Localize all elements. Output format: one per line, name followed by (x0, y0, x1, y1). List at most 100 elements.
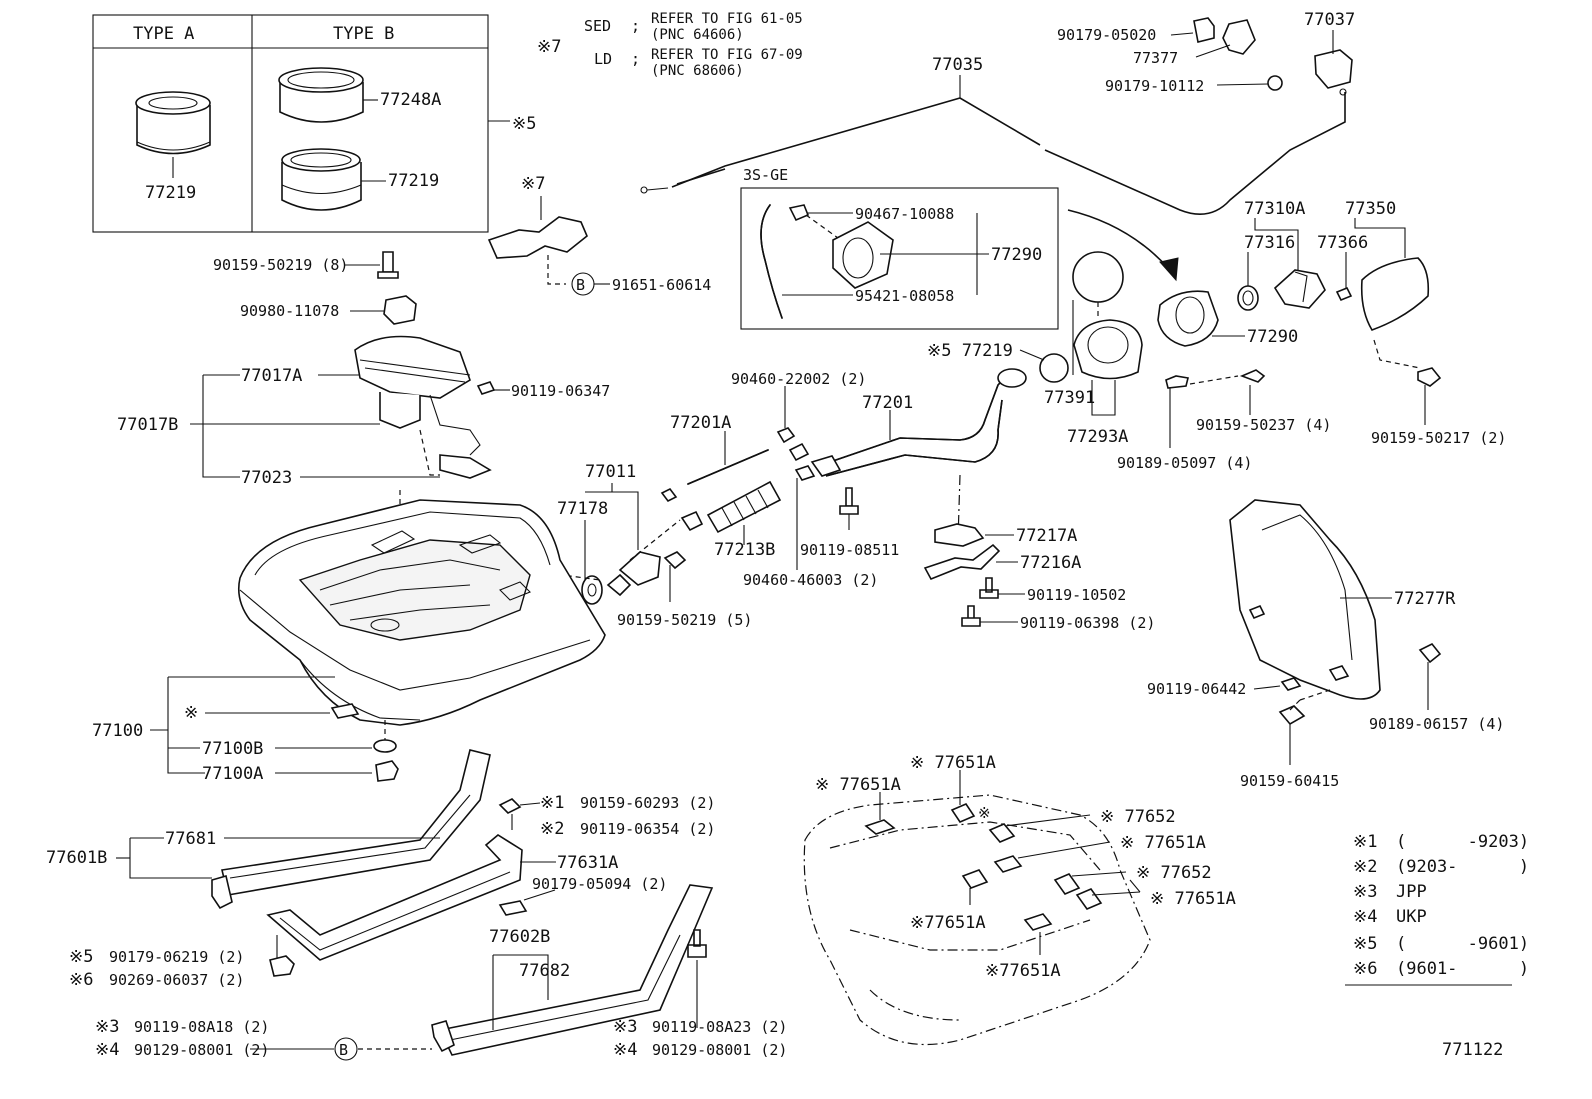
note-3-mark: ※3 (1353, 882, 1377, 902)
label-77201a: 77201A (670, 413, 731, 433)
sed-refer-line1: REFER TO FIG 61-05 (651, 11, 803, 27)
note-6-mark: ※6 (1353, 959, 1377, 979)
label-90269-06037: 90269-06037 (2) (109, 971, 244, 989)
note-3-mark-right: ※3 (613, 1017, 637, 1037)
label-bracket-note-7: ※7 (521, 174, 545, 194)
label-77366: 77366 (1317, 233, 1368, 253)
type-b-heading: TYPE B (333, 24, 394, 44)
label-77377: 77377 (1133, 49, 1178, 67)
inset-label-77290: 77290 (991, 245, 1042, 265)
inset-title: 3S-GE (743, 166, 788, 184)
note-row-2: ※2 (9203- ) (1353, 857, 1529, 877)
pad-label-77651a-4: ※ 77651A (1150, 889, 1236, 909)
label-90129-08001-right: 90129-08001 (2) (652, 1041, 787, 1059)
note-5-mark-nut: ※5 (69, 947, 93, 967)
label-90119-06354: 90119-06354 (2) (580, 820, 715, 838)
filler-cap-parts: 77310A 77350 77316 77366 77290 90159-502… (1117, 199, 1506, 472)
label-90179-10112: 90179-10112 (1105, 77, 1204, 95)
pad-label-77651a-6: ※77651A (985, 961, 1061, 981)
ld-refer-line2: (PNC 68606) (651, 63, 744, 79)
label-90460-46003: 90460-46003 (2) (743, 571, 878, 589)
sed-separator: ; (631, 17, 640, 35)
type-a-part-77219: 77219 (145, 183, 196, 203)
pad-label-77651a-1: ※ 77651A (815, 775, 901, 795)
note-6-mark-nut: ※6 (69, 970, 93, 990)
tank-pad-subview: ※ ※ 77651A ※ 77651A ※ 77652 ※ 77651A ※ 7… (803, 753, 1236, 1046)
note-4-mark: ※4 (1353, 907, 1377, 927)
label-77037: 77037 (1304, 10, 1355, 30)
label-90189-05097: 90189-05097 (4) (1117, 454, 1252, 472)
label-77017a: 77017A (241, 366, 302, 386)
label-77219-note5: ※5 77219 (927, 341, 1013, 361)
type-b-part-77248a: 77248A (380, 90, 441, 110)
note-3-text: JPP (1396, 882, 1427, 902)
note-row-1: ※1 ( -9203) (1353, 832, 1529, 852)
label-77213b: 77213B (714, 540, 775, 560)
label-90159-60293: 90159-60293 (2) (580, 794, 715, 812)
diagram-number: 771122 (1442, 1040, 1503, 1060)
label-77100: 77100 (92, 721, 143, 741)
note-4-mark-left: ※4 (95, 1040, 119, 1060)
grommet-type-a (135, 91, 211, 155)
label-77217a: 77217A (1016, 526, 1077, 546)
tank-bands: 77681 77601B 77631A ※1 90159-60293 (2) ※… (46, 749, 787, 1061)
label-90119-06442: 90119-06442 (1147, 680, 1246, 698)
pipe-brackets: 77217A 77216A 90119-10502 90119-06398 (2… (923, 523, 1155, 632)
label-91651-60614: 91651-60614 (612, 276, 711, 294)
fuel-pump-assembly: 90159-50219 (8) 90980-11078 90119-06347 … (117, 251, 610, 520)
ld-separator: ; (631, 50, 640, 68)
label-77023: 77023 (241, 468, 292, 488)
pad-label-77652-2: ※ 77652 (1136, 863, 1212, 883)
label-90119-06398: 90119-06398 (2) (1020, 614, 1155, 632)
pad-label-77652-1: ※ 77652 (1100, 807, 1176, 827)
label-77293a: 77293A (1067, 427, 1128, 447)
sed-refer-line2: (PNC 64606) (651, 27, 744, 43)
pad-label-77651a-3: ※ 77651A (1120, 833, 1206, 853)
label-90119-06347: 90119-06347 (511, 382, 610, 400)
label-90119-10502: 90119-10502 (1027, 586, 1126, 604)
label-90179-05094: 90179-05094 (2) (532, 875, 667, 893)
note-row-6: ※6 (9601- ) (1353, 959, 1529, 979)
inset-label-95421-08058: 95421-08058 (855, 287, 954, 305)
type-a-heading: TYPE A (133, 24, 194, 44)
note-4-mark-right: ※4 (613, 1040, 637, 1060)
fuel-tank-77100: 77100 ※ 77100B 77100A (92, 499, 606, 784)
label-77631a: 77631A (557, 853, 618, 873)
note-4-text: UKP (1396, 907, 1427, 927)
label-77350: 77350 (1345, 199, 1396, 219)
note-5-marker: ※5 (512, 114, 536, 134)
label-77601b: 77601B (46, 848, 107, 868)
label-77290: 77290 (1247, 327, 1298, 347)
label-77100b: 77100B (202, 739, 263, 759)
filler-neck-assembly: ※5 77219 77391 77293A (927, 251, 1143, 447)
label-77100-mark: ※ (184, 703, 198, 723)
label-77216a: 77216A (1020, 553, 1081, 573)
pad-mark: ※ (978, 804, 991, 822)
label-77035: 77035 (932, 55, 983, 75)
bracket-note-7: ※7 B 91651-60614 (487, 174, 711, 296)
label-77682: 77682 (519, 961, 570, 981)
hose-and-clamps: 77201A 90460-22002 (2) 77213B 90460-4600… (670, 370, 899, 589)
label-90179-06219: 90179-06219 (2) (109, 948, 244, 966)
label-77017b: 77017B (117, 415, 178, 435)
label-90129-08001-left: 90129-08001 (2) (134, 1041, 269, 1059)
pad-label-77651a-5: ※77651A (910, 913, 986, 933)
label-90189-06157: 90189-06157 (4) (1369, 715, 1504, 733)
note-row-5: ※5 ( -9601) (1353, 934, 1529, 954)
grommet-77219-type-b (281, 148, 362, 211)
note-2-text: (9203- ) (1396, 857, 1529, 877)
note-6-text: (9601- ) (1396, 959, 1529, 979)
ring-77248a (278, 67, 364, 123)
label-77201: 77201 (862, 393, 913, 413)
label-90119-08a23: 90119-08A23 (2) (652, 1018, 787, 1036)
label-77011: 77011 (585, 462, 636, 482)
label-90159-50219-8: 90159-50219 (8) (213, 256, 348, 274)
opener-lever-parts: 90179-05020 77377 77037 90179-10112 (1057, 10, 1355, 96)
label-90119-08a18: 90119-08A18 (2) (134, 1018, 269, 1036)
inset-label-90467-10088: 90467-10088 (855, 205, 954, 223)
label-77178: 77178 (557, 499, 608, 519)
note-row-4: ※4 UKP (1353, 907, 1427, 927)
type-b-part-77219: 77219 (388, 171, 439, 191)
note-2-mark: ※2 (1353, 857, 1377, 877)
label-77391: 77391 (1044, 388, 1095, 408)
